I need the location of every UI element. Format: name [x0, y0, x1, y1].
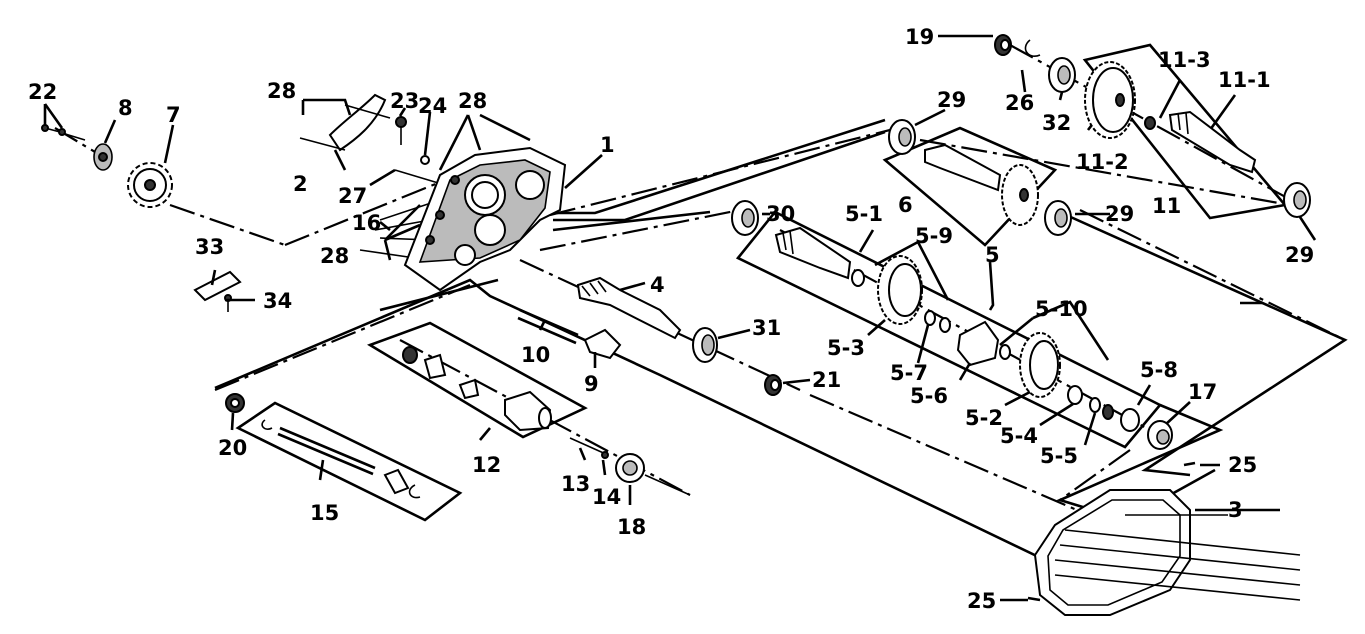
fork-9	[583, 328, 622, 360]
sprocket-7	[127, 162, 173, 208]
label-29-b: 29	[1105, 202, 1134, 226]
label-25-a: 25	[1228, 453, 1257, 477]
label-24: 24	[418, 94, 447, 118]
bracket-33	[193, 270, 242, 302]
label-5-6: 5-6	[910, 384, 948, 408]
label-5-8: 5-8	[1140, 358, 1178, 382]
shaft-4	[576, 276, 682, 340]
label-18: 18	[617, 515, 646, 539]
label-4: 4	[650, 273, 665, 297]
label-12: 12	[472, 453, 501, 477]
label-5-3: 5-3	[827, 336, 865, 360]
label-22: 22	[28, 80, 57, 104]
label-21: 21	[812, 368, 841, 392]
label-11-1: 11-1	[1218, 68, 1271, 92]
label-31: 31	[752, 316, 781, 340]
gear-5-3	[877, 255, 923, 325]
label-13: 13	[561, 472, 590, 496]
parts	[41, 34, 1311, 616]
label-1: 1	[600, 133, 615, 157]
label-14: 14	[592, 485, 621, 509]
bearing-29	[888, 119, 1311, 236]
plate-2	[328, 93, 387, 152]
leader-lines	[43, 34, 1317, 602]
label-11: 11	[1152, 194, 1181, 218]
shaft-15	[261, 419, 421, 499]
label-5: 5	[985, 243, 1000, 267]
label-3: 3	[1228, 498, 1243, 522]
label-7: 7	[166, 103, 181, 127]
label-6: 6	[898, 193, 913, 217]
label-5-5: 5-5	[1040, 444, 1078, 468]
crankcase-1	[403, 146, 567, 292]
label-26: 26	[1005, 91, 1034, 115]
label-19: 19	[905, 25, 934, 49]
label-5-1: 5-1	[845, 202, 883, 226]
label-28-b: 28	[458, 89, 487, 113]
label-5-7: 5-7	[890, 361, 928, 385]
group-outlines	[214, 43, 1348, 574]
label-23: 23	[390, 89, 419, 113]
label-11-3: 11-3	[1158, 48, 1211, 72]
callout-labels: 19 26 32 11-3 11-1 11-2 11 29 29 29 6 30…	[28, 25, 1314, 613]
label-2: 2	[293, 172, 308, 196]
label-5-4: 5-4	[1000, 424, 1038, 448]
shaft-11-1	[1168, 110, 1257, 174]
label-9: 9	[584, 372, 599, 396]
label-16: 16	[352, 211, 381, 235]
label-5-9: 5-9	[915, 224, 953, 248]
label-28-c: 28	[320, 244, 349, 268]
label-28-a: 28	[267, 79, 296, 103]
label-27: 27	[338, 184, 367, 208]
shaft-10	[519, 308, 579, 337]
label-5-10: 5-10	[1035, 297, 1088, 321]
shaft-5-1	[774, 226, 852, 280]
shaft-6	[924, 143, 1039, 226]
label-8: 8	[118, 96, 133, 120]
gear-5-2	[1019, 332, 1061, 398]
label-17: 17	[1188, 380, 1217, 404]
label-34: 34	[263, 289, 292, 313]
label-15: 15	[310, 501, 339, 525]
label-5-2: 5-2	[965, 406, 1003, 430]
hub-5-6	[956, 320, 1000, 367]
label-33: 33	[195, 235, 224, 259]
label-29-a: 29	[937, 88, 966, 112]
circlip-26	[1024, 39, 1041, 57]
label-32: 32	[1042, 111, 1071, 135]
label-20: 20	[218, 436, 247, 460]
cover-3	[1033, 489, 1301, 616]
gear-11-2	[1084, 61, 1136, 139]
label-30: 30	[766, 202, 795, 226]
label-29-c: 29	[1285, 243, 1314, 267]
bolt-22	[41, 124, 86, 141]
label-11-2: 11-2	[1076, 150, 1129, 174]
label-25-b: 25	[967, 589, 996, 613]
label-10: 10	[521, 343, 550, 367]
